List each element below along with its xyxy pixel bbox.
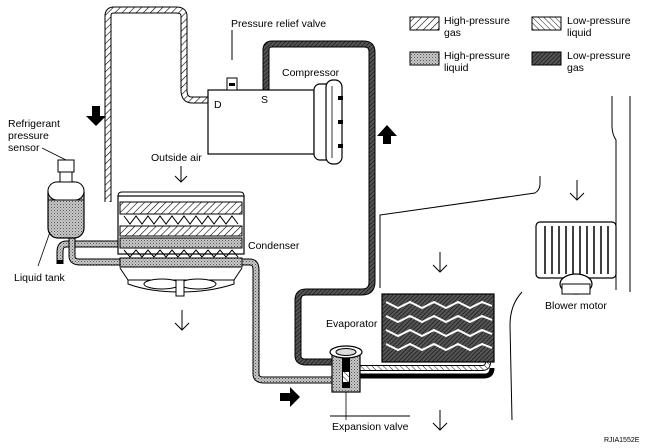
legend-lp-gas-l1: Low-pressure: [567, 50, 631, 62]
flow-arrow-up: [377, 125, 397, 144]
legend-swatch-hp-gas: [409, 16, 440, 31]
sensor-label-l2: pressure: [8, 130, 49, 142]
legend-hp-gas-l2: gas: [444, 27, 461, 39]
airflow-arrow-below-condenser: [174, 310, 190, 331]
airflow-arrow-outside: [174, 166, 188, 183]
legend-swatch-lp-gas: [531, 51, 562, 66]
discharge-port-label: D: [214, 99, 222, 111]
lp-gas-suction-line: [262, 40, 376, 366]
outside-air-label: Outside air: [151, 152, 202, 164]
legend-lp-gas-l2: gas: [567, 62, 584, 74]
evaporator: [381, 293, 495, 363]
legend-lp-liquid-l1: Low-pressure: [567, 15, 631, 27]
pressure-relief-valve: Pressure relief valve: [226, 18, 326, 91]
liquid-tank-label: Liquid tank: [14, 272, 66, 284]
condenser-fan: [119, 267, 243, 297]
airflow-arrows: [174, 166, 585, 431]
blower-motor-label: Blower motor: [545, 300, 607, 312]
hp-gas-discharge-line: [104, 6, 208, 202]
flow-arrow-right: [280, 387, 300, 407]
legend-hp-gas-l1: High-pressure: [444, 15, 510, 27]
sensor-label-l1: Refrigerant: [8, 118, 60, 130]
condenser: [117, 191, 245, 268]
legend-swatch-hp-liquid: [409, 51, 440, 66]
airflow-arrow-blower: [569, 180, 585, 201]
legend: High-pressure gas Low-pressure liquid Hi…: [409, 15, 631, 74]
legend-lp-liquid-l2: liquid: [567, 27, 592, 39]
flow-arrows: [86, 106, 397, 407]
compressor: D S: [207, 79, 343, 165]
airflow-arrow-bottom: [432, 410, 448, 431]
blower-fan: [535, 221, 617, 279]
expansion-valve: [329, 345, 363, 420]
evaporator-label: Evaporator: [326, 318, 378, 330]
legend-hp-liquid-l1: High-pressure: [444, 50, 510, 62]
figure-code: RJIA1552E: [604, 437, 640, 444]
refrigerant-pressure-sensor: [41, 147, 75, 183]
suction-port-label: S: [261, 94, 268, 106]
sensor-label-l3: sensor: [8, 142, 40, 154]
legend-swatch-lp-liquid: [531, 16, 562, 31]
blower-motor: [559, 273, 593, 295]
flow-arrow-down: [86, 106, 106, 126]
pressure-relief-valve-label: Pressure relief valve: [231, 18, 326, 30]
legend-hp-liquid-l2: liquid: [444, 62, 469, 74]
airflow-arrow-into-evaporator: [432, 252, 448, 273]
expansion-valve-label: Expansion valve: [332, 421, 409, 433]
hp-liquid-line: [56, 232, 336, 384]
compressor-label: Compressor: [282, 67, 340, 79]
liquid-tank: [47, 181, 85, 239]
hvac-housing: [330, 96, 631, 421]
condenser-label: Condenser: [248, 240, 300, 252]
